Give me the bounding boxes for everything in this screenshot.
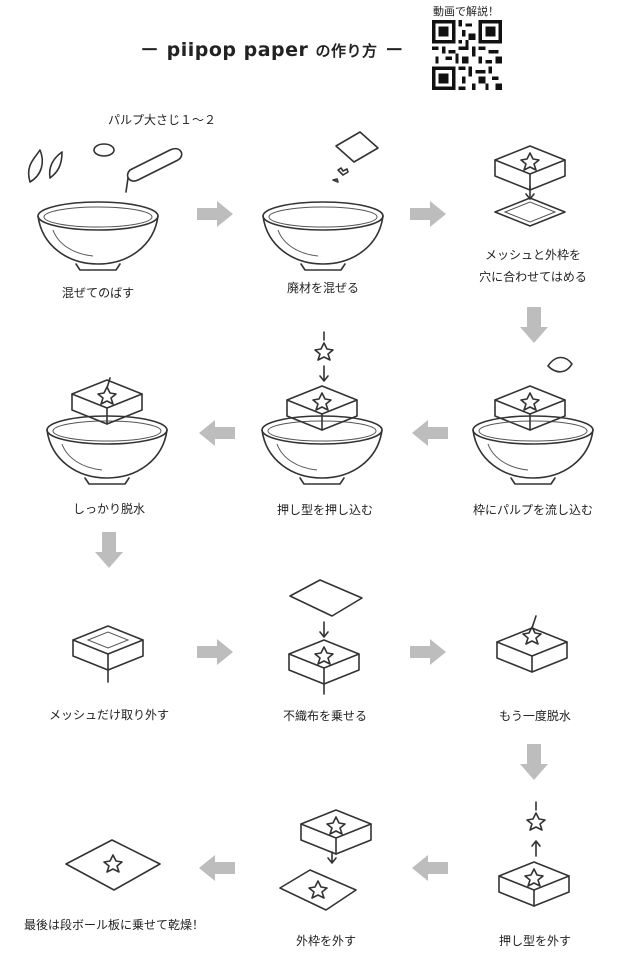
step-1-label: 混ぜてのばす — [61, 286, 135, 300]
step-7-art — [72, 625, 144, 683]
step-3-label: メッシュと外枠を — [484, 248, 582, 262]
title-dash-right: － — [384, 39, 405, 61]
step-2-label: 廃材を混ぜる — [286, 281, 360, 295]
step-8-label: 不織布を乗せる — [282, 709, 368, 723]
step-11-label: 外枠を外す — [295, 934, 357, 948]
title-dash-left: － — [140, 39, 160, 61]
step-6-label: しっかり脱水 — [72, 502, 146, 516]
step-2-art — [262, 131, 384, 271]
step-10-label: 押し型を外す — [498, 934, 572, 948]
step-5-label: 押し型を押し込む — [276, 503, 374, 517]
step-4-art — [472, 356, 594, 485]
step-6-art — [46, 377, 168, 485]
step-1-art — [27, 143, 183, 271]
step-8-art — [288, 579, 363, 695]
step-4-label: 枠にパルプを流し込む — [472, 503, 594, 517]
qr-label: 動画で解説！ — [433, 5, 499, 18]
step-9-art — [496, 615, 568, 673]
title-brand: piipop paper — [166, 39, 309, 61]
step-3-art — [494, 145, 566, 227]
page-title: － piipop paper の作り方 － — [140, 35, 404, 62]
step-12-art — [65, 839, 161, 891]
step-7-label: メッシュだけ取り外す — [48, 708, 170, 722]
step-3-label-line2: 穴に合わせてはめる — [479, 270, 587, 284]
title-suffix: の作り方 — [315, 42, 378, 60]
step-9-label: もう一度脱水 — [499, 709, 571, 723]
pulp-amount-note: パルプ大さじ１～２ — [108, 113, 217, 127]
step-10-art — [498, 801, 570, 907]
qr-code-icon[interactable] — [432, 20, 502, 90]
step-11-art — [279, 809, 372, 911]
step-12-label: 最後は段ボール板に乗せて乾燥！ — [23, 918, 205, 932]
step-5-art — [261, 331, 383, 485]
